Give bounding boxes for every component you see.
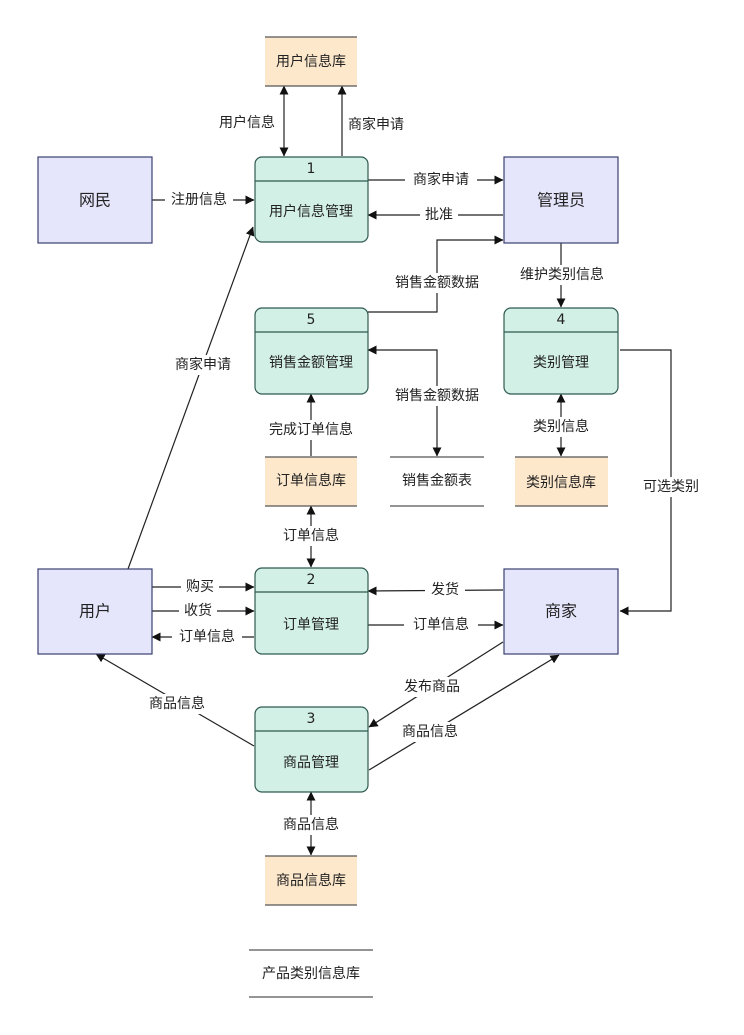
process-2-name: 订单管理 [283, 617, 339, 633]
edge-p3-merchant [368, 654, 560, 771]
process-5-name: 销售金额管理 [269, 355, 353, 371]
process-4-number: 4 [557, 312, 566, 328]
legend-product-category-store: 产品类别信息库 [249, 949, 373, 998]
flow-label-sales-to-admin: 销售金额数据 [395, 275, 479, 291]
process-2-number: 2 [307, 572, 316, 588]
entity-user: 用户 [37, 568, 153, 655]
store-user-info: 用户信息库 [265, 36, 357, 87]
flow-label-ship: 发货 [431, 581, 459, 598]
process-3: 3 商品管理 [254, 706, 369, 793]
flow-label-maintain-category: 维护类别信息 [520, 266, 604, 283]
store-order-info-label: 订单信息库 [276, 472, 346, 489]
flow-label-publish-product: 发布商品 [404, 679, 460, 695]
store-product-info-label: 商品信息库 [276, 872, 346, 889]
flow-label-order-to-user: 订单信息 [179, 628, 235, 645]
process-1: 1 用户信息管理 [254, 156, 369, 243]
flow-label-user-merchant-apply: 商家申请 [175, 356, 231, 373]
store-product-info: 商品信息库 [265, 855, 357, 906]
entity-netizen-label: 网民 [79, 191, 111, 210]
flow-label-order-store-p2: 订单信息 [283, 527, 339, 544]
entity-user-label: 用户 [79, 602, 111, 621]
flow-labels: 用户信息 商家申请 注册信息 商家申请 批准 商家申请 销售金额数据 维护类别信… [139, 113, 705, 835]
process-2: 2 订单管理 [254, 567, 369, 655]
flow-label-complete-order: 完成订单信息 [269, 421, 353, 438]
process-4: 4 类别管理 [503, 307, 619, 395]
flow-label-receive: 收货 [184, 602, 212, 619]
flow-label-order-to-merchant: 订单信息 [413, 616, 469, 633]
store-category-info: 类别信息库 [515, 456, 608, 507]
flow-label-p5-sales-table: 销售金额数据 [395, 388, 479, 404]
legend-label: 产品类别信息库 [262, 965, 360, 982]
process-1-name: 用户信息管理 [269, 203, 353, 220]
entity-merchant-label: 商家 [545, 602, 577, 621]
flow-label-apply-to-admin: 商家申请 [413, 171, 469, 188]
flow-label-product-to-user: 商品信息 [149, 695, 205, 712]
edge-user-p1 [127, 226, 255, 570]
flow-label-user-info: 用户信息 [219, 114, 275, 131]
process-4-name: 类别管理 [533, 355, 589, 371]
store-sales-table: 销售金额表 [390, 456, 484, 507]
flow-label-buy: 购买 [186, 579, 214, 595]
flow-label-selectable-category: 可选类别 [643, 479, 699, 495]
store-category-info-label: 类别信息库 [526, 474, 596, 491]
store-sales-table-label: 销售金额表 [402, 473, 472, 489]
entity-admin-label: 管理员 [537, 191, 585, 210]
process-3-number: 3 [307, 711, 316, 727]
flow-label-approve: 批准 [425, 207, 453, 223]
process-3-name: 商品管理 [283, 755, 339, 771]
store-order-info: 订单信息库 [265, 456, 357, 507]
store-user-info-label: 用户信息库 [276, 53, 346, 70]
entity-merchant: 商家 [503, 568, 619, 655]
edge-p5-salestable [367, 345, 442, 457]
process-1-number: 1 [307, 161, 316, 177]
flow-label-product-store: 商品信息 [283, 816, 339, 833]
process-5-number: 5 [307, 312, 316, 328]
flow-label-category-info: 类别信息 [533, 418, 589, 435]
flow-label-merchant-apply-up: 商家申请 [348, 116, 404, 133]
entity-netizen: 网民 [37, 156, 153, 244]
flow-label-register: 注册信息 [171, 191, 227, 208]
flow-label-product-to-merchant: 商品信息 [402, 723, 458, 740]
entity-admin: 管理员 [503, 156, 619, 244]
process-5: 5 销售金额管理 [254, 307, 369, 395]
